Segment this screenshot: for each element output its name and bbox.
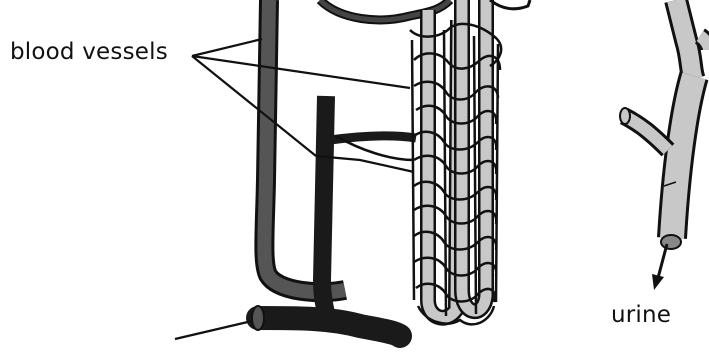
collecting-duct	[620, 0, 709, 249]
blood-vessels-label: blood vessels	[10, 39, 168, 65]
bottom-pointer-line	[175, 321, 252, 339]
bottom-blood-vessel	[252, 306, 400, 336]
blood-vessels-leader-lines	[192, 39, 414, 172]
urine-arrow	[652, 244, 667, 290]
urine-label: urine	[611, 302, 671, 328]
capillary-network	[336, 24, 501, 324]
